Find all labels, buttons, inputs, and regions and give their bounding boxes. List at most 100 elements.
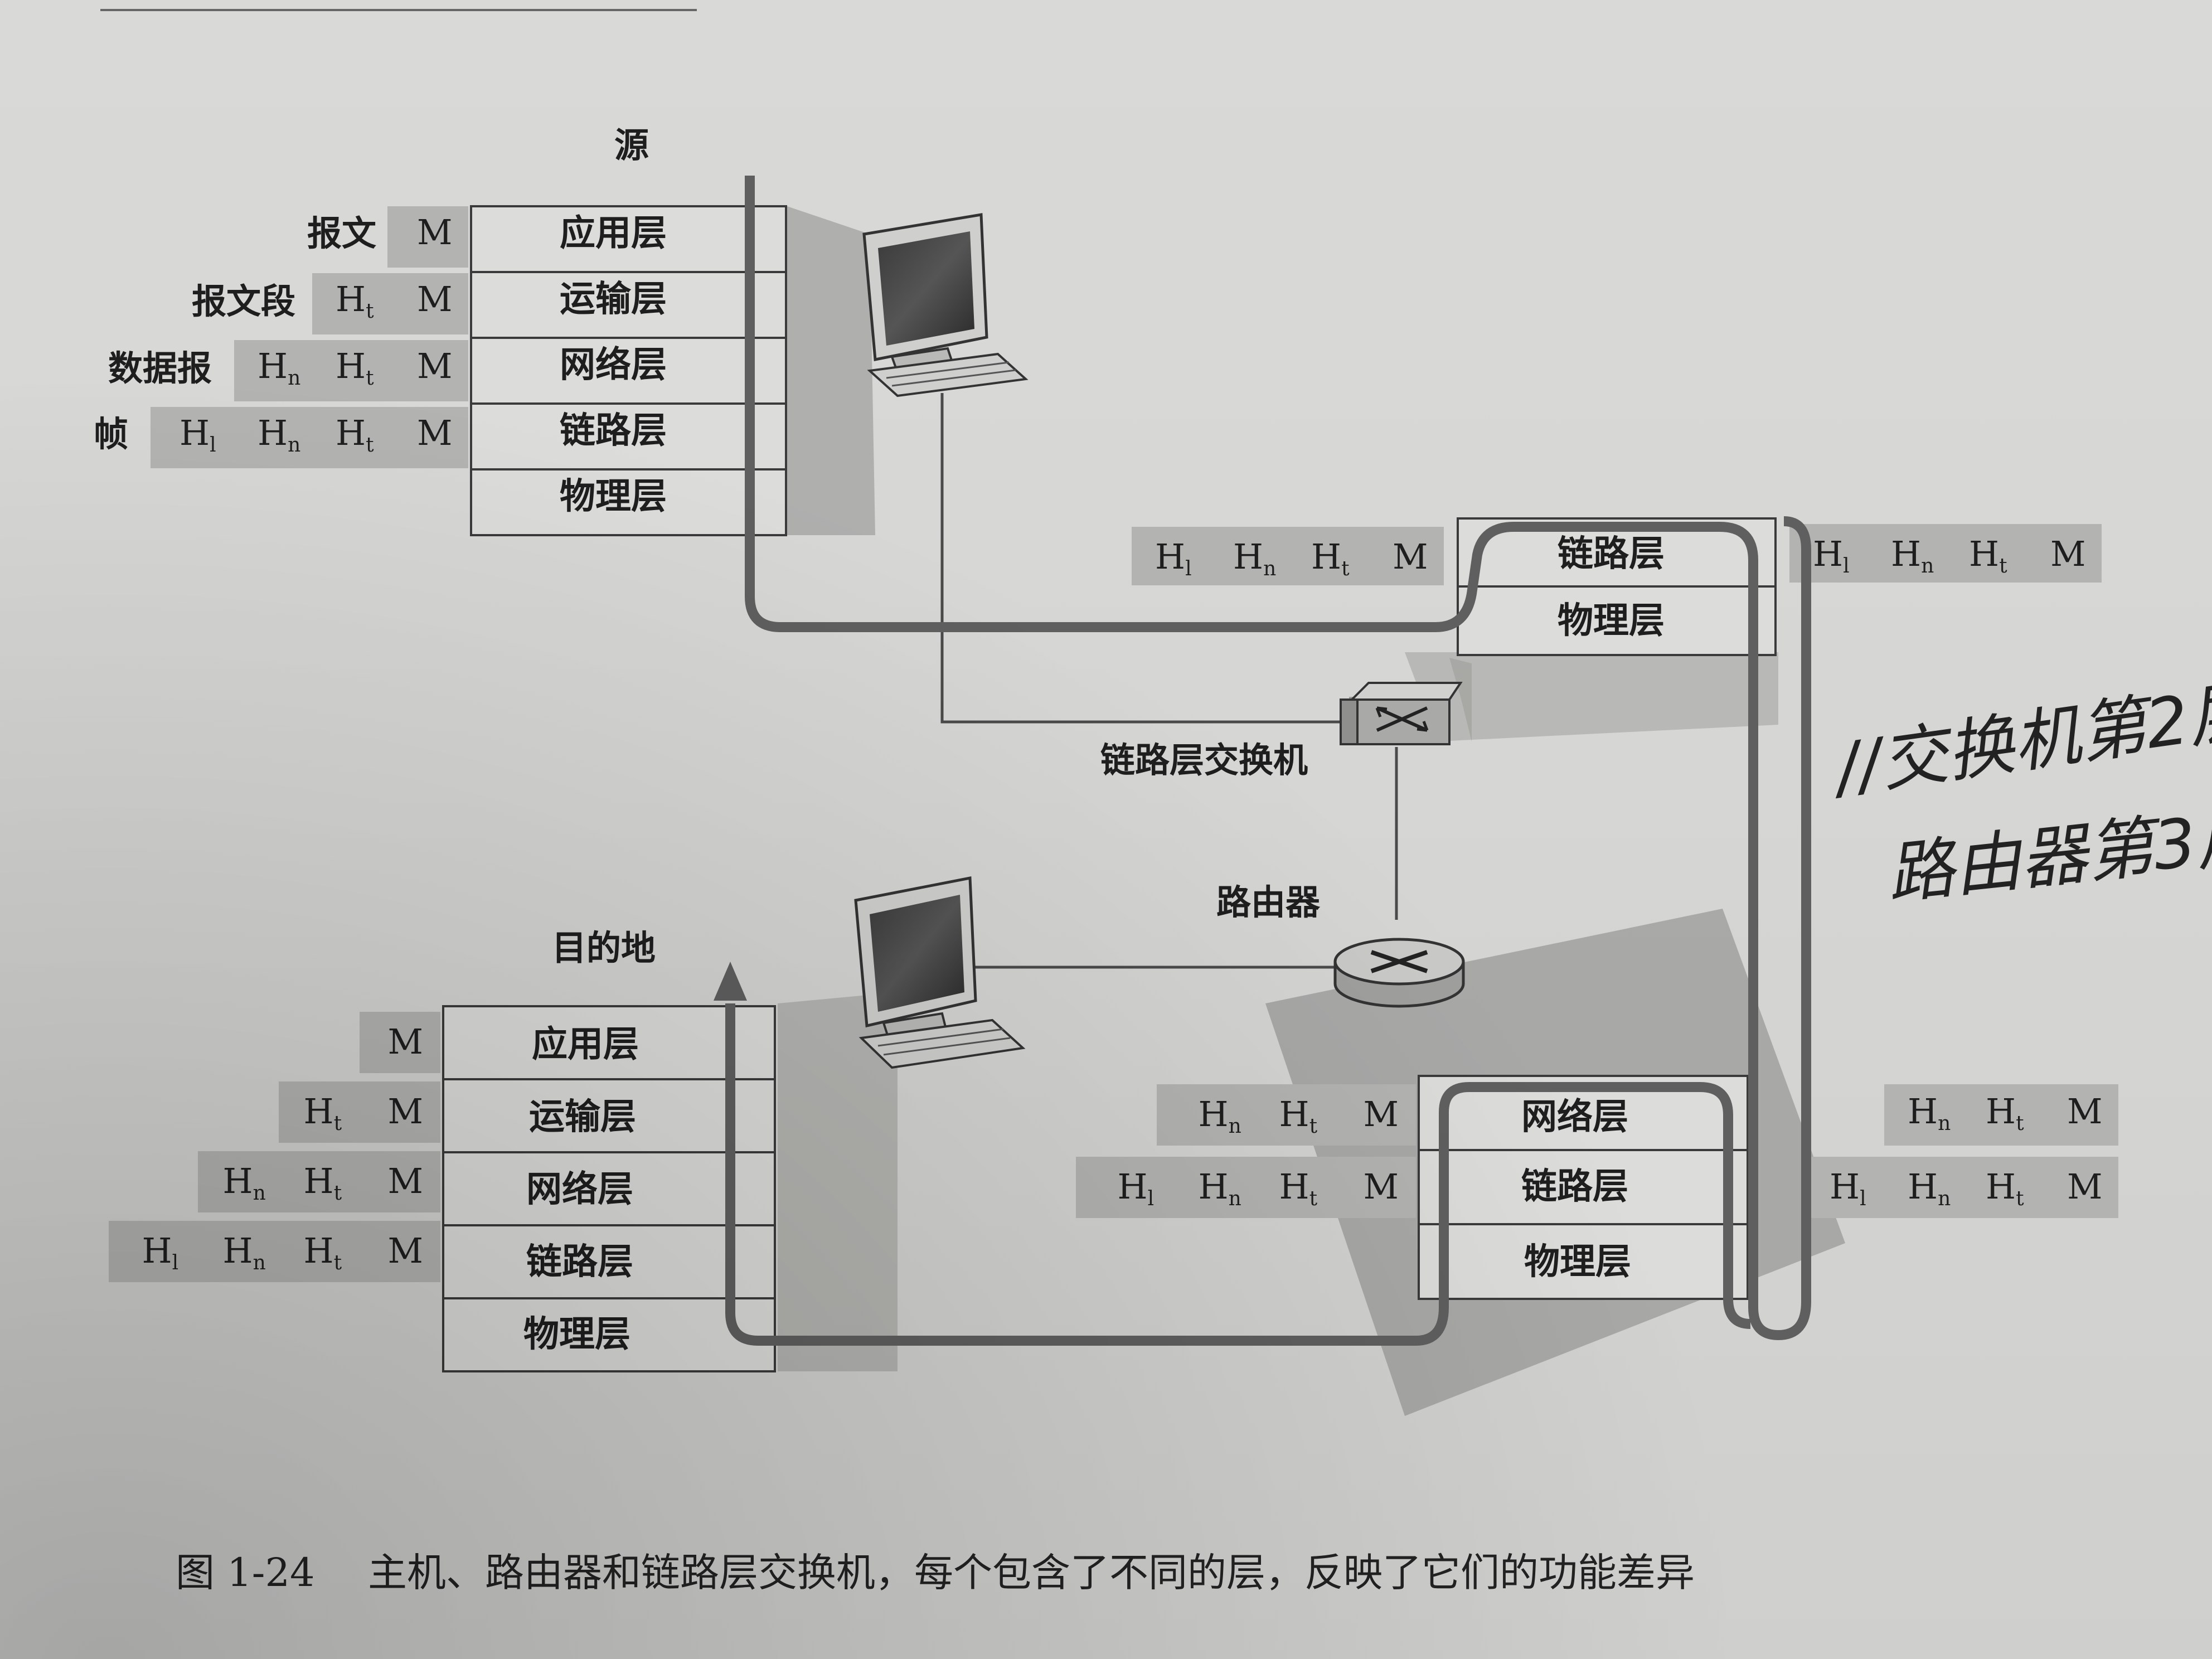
header-subscript: t [366, 367, 374, 390]
source-layer-labels: 应用层 运输层 网络层 链路层 物理层 [560, 212, 667, 517]
header-subscript: l [1185, 557, 1192, 580]
layer-label: 链路层 [560, 410, 667, 452]
header-subscript: t [334, 1182, 342, 1205]
message-cell: M [417, 346, 452, 386]
header-subscript: t [366, 434, 374, 457]
source-pdu-labels: 报文 报文段 数据报 帧 [94, 213, 376, 454]
layer-label: 链路层 [1558, 533, 1665, 575]
header-cell-n: Hn [223, 1230, 266, 1274]
handwritten-note: //交换机第2层 路由器第3层 [1826, 671, 2212, 914]
network-links [940, 393, 1398, 969]
destination-host-stack [442, 1005, 776, 1372]
source-label: 源 [614, 125, 649, 166]
header-subscript: t [334, 1251, 342, 1274]
packet-path-router-loop [725, 1003, 1751, 1346]
destination-computer-icon [854, 876, 1026, 1069]
layer-label: 应用层 [532, 1023, 639, 1065]
header-cell-t: Ht [1986, 1166, 2024, 1210]
header-cell-n: Hn [1233, 536, 1276, 580]
router-layer-labels: 网络层 链路层 物理层 [1521, 1096, 1631, 1283]
message-cell: M [2050, 533, 2085, 574]
link-switch-stack [1457, 517, 1777, 656]
message-cell: M [388, 1091, 423, 1132]
header-cell-t: Ht [336, 413, 374, 457]
layer-label: 链路层 [526, 1241, 633, 1283]
header-subscript: t [2016, 1112, 2024, 1135]
header-subscript: t [1341, 557, 1350, 580]
figure-number: 图 1-24 [176, 1550, 315, 1595]
header-subscript: n [288, 367, 300, 390]
router-stack [1418, 1075, 1749, 1300]
message-cell: M [388, 1021, 423, 1062]
header-subscript: l [210, 434, 216, 457]
switch-header-blocks [1132, 524, 2102, 585]
layer-label: 网络层 [526, 1168, 633, 1210]
packet-path [745, 176, 1811, 1340]
header-subscript: t [1309, 1187, 1318, 1210]
source-projection-shadow [787, 206, 875, 535]
link-switch-icon [1340, 682, 1463, 745]
header-subscript: l [1860, 1187, 1866, 1210]
message-cell: M [1364, 1094, 1399, 1134]
layer-label: 物理层 [523, 1313, 630, 1355]
switch-stack-shadow [1405, 652, 1778, 741]
router-header-blocks [1076, 1084, 2118, 1218]
destination-header-blocks [109, 1012, 440, 1282]
message-cell: M [417, 279, 452, 319]
layer-label: 网络层 [1521, 1096, 1628, 1138]
header-subscript: l [1148, 1187, 1154, 1210]
destination-label: 目的地 [552, 928, 656, 968]
message-cell: M [388, 1230, 423, 1271]
link-switch-label: 链路层交换机 [1100, 740, 1308, 780]
router-icon [1333, 938, 1465, 1008]
layer-label: 物理层 [1558, 600, 1665, 642]
pdu-label: 报文 [307, 213, 376, 254]
header-cell-l: Hl [180, 413, 216, 457]
handwritten-line: //交换机第2层 [1826, 671, 2212, 808]
source-computer-icon [862, 213, 1029, 397]
pdu-label: 数据报 [108, 348, 212, 389]
layer-label: 应用层 [560, 212, 667, 254]
layer-label: 运输层 [529, 1096, 636, 1138]
router-label: 路由器 [1216, 882, 1321, 923]
message-cell: M [2067, 1091, 2102, 1132]
pdu-label: 帧 [94, 414, 128, 454]
header-subscript: l [1843, 555, 1850, 578]
header-subscript: n [1229, 1115, 1241, 1138]
switch-layer-labels: 链路层 物理层 [1558, 533, 1665, 642]
message-cell: M [1364, 1166, 1399, 1207]
header-subscript: n [1938, 1187, 1951, 1210]
header-subscript: t [366, 300, 374, 323]
message-cell: M [1393, 536, 1428, 577]
source-host-stack [470, 205, 787, 536]
source-header-blocks [151, 206, 468, 468]
header-subscript: n [253, 1182, 266, 1205]
layer-label: 运输层 [560, 278, 667, 320]
header-subscript: n [1229, 1187, 1241, 1210]
header-subscript: n [253, 1251, 266, 1274]
header-subscript: n [1938, 1112, 1951, 1135]
up-arrow-icon [714, 962, 747, 1001]
header-subscript: t [334, 1112, 342, 1135]
destination-layer-labels: 应用层 运输层 网络层 链路层 物理层 [523, 1023, 639, 1355]
pdu-label: 报文段 [192, 281, 295, 322]
message-cell: M [388, 1161, 423, 1201]
layer-label: 物理层 [1524, 1241, 1631, 1283]
header-subscript: t [1309, 1115, 1318, 1138]
message-cell: M [417, 212, 452, 253]
header-subscript: n [288, 434, 300, 457]
header-subscript: l [172, 1251, 179, 1274]
header-subscript: t [1999, 555, 2007, 578]
header-subscript: n [1921, 555, 1934, 578]
layer-label: 物理层 [560, 476, 667, 517]
layer-label: 网络层 [560, 344, 667, 386]
header-subscript: t [2016, 1187, 2024, 1210]
figure-caption: 主机、路由器和链路层交换机，每个包含了不同的层，反映了它们的功能差异 [368, 1550, 1695, 1595]
header-subscript: n [1263, 557, 1276, 580]
layer-label: 链路层 [1521, 1166, 1628, 1207]
handwritten-line: 路由器第3层 [1884, 797, 2212, 914]
destination-projection-shadow [778, 992, 898, 1371]
